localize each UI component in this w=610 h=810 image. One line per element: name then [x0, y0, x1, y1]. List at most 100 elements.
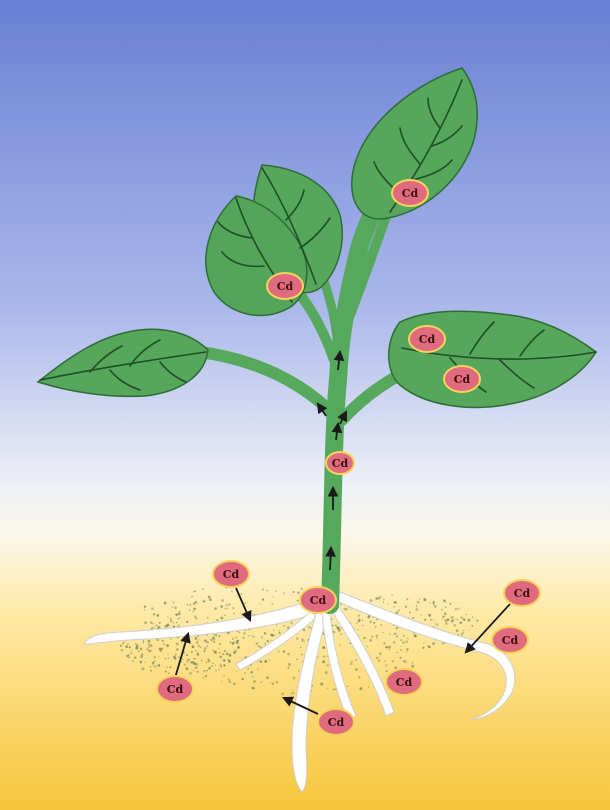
- soil-speckle: [347, 685, 348, 686]
- soil-speckle: [458, 608, 459, 609]
- soil-speckle: [221, 681, 222, 682]
- soil-speckle: [197, 653, 200, 656]
- soil-speckle: [283, 592, 285, 594]
- soil-speckle: [340, 633, 342, 635]
- soil-speckle: [208, 658, 209, 659]
- soil-speckle: [233, 682, 236, 685]
- soil-speckle: [279, 632, 281, 634]
- soil-speckle: [278, 651, 280, 653]
- soil-speckle: [154, 627, 156, 629]
- soil-speckle: [151, 627, 153, 629]
- soil-speckle: [152, 664, 153, 665]
- soil-speckle: [266, 590, 268, 592]
- soil-speckle: [445, 606, 446, 607]
- soil-speckle: [432, 601, 434, 603]
- soil-speckle: [175, 654, 176, 655]
- soil-speckle: [213, 641, 215, 643]
- soil-speckle: [181, 642, 182, 643]
- soil-speckle: [327, 688, 329, 690]
- soil-speckle: [450, 603, 452, 605]
- soil-speckle: [436, 623, 439, 626]
- soil-speckle: [290, 693, 292, 695]
- soil-speckle: [455, 608, 458, 611]
- soil-speckle: [343, 608, 345, 610]
- soil-speckle: [186, 654, 188, 656]
- soil-speckle: [393, 606, 395, 608]
- soil-speckle: [213, 650, 214, 651]
- cd-label: Cd: [514, 587, 531, 600]
- soil-speckle: [228, 603, 230, 605]
- soil-speckle: [403, 635, 405, 637]
- soil-speckle: [173, 656, 176, 659]
- soil-speckle: [163, 643, 165, 645]
- soil-speckle: [266, 640, 268, 642]
- soil-speckle: [396, 627, 399, 630]
- soil-speckle: [444, 619, 447, 622]
- soil-speckle: [378, 660, 380, 662]
- soil-speckle: [429, 602, 430, 603]
- soil-speckle: [383, 642, 385, 644]
- soil-speckle: [205, 640, 208, 643]
- soil-speckle: [178, 656, 180, 658]
- soil-speckle: [148, 643, 150, 645]
- soil-speckle: [350, 662, 353, 665]
- soil-speckle: [203, 650, 205, 652]
- soil-speckle: [362, 620, 363, 621]
- soil-speckle: [340, 645, 341, 646]
- soil-speckle: [242, 636, 245, 639]
- soil-speckle: [191, 596, 193, 598]
- soil-speckle: [433, 626, 434, 627]
- soil-speckle: [125, 645, 128, 648]
- soil-speckle: [417, 601, 420, 604]
- soil-speckle: [406, 648, 408, 650]
- soil-speckle: [403, 660, 406, 663]
- soil-speckle: [176, 643, 179, 646]
- soil-speckle: [158, 665, 160, 667]
- soil-speckle: [204, 647, 207, 650]
- soil-speckle: [220, 605, 223, 608]
- soil-speckle: [224, 614, 226, 616]
- soil-speckle: [150, 644, 153, 647]
- soil-speckle: [428, 614, 431, 617]
- soil-speckle: [167, 654, 168, 655]
- soil-speckle: [389, 634, 390, 635]
- soil-speckle: [326, 664, 329, 667]
- soil-speckle: [379, 652, 382, 655]
- soil-speckle: [461, 617, 463, 619]
- soil-speckle: [134, 656, 136, 658]
- soil-speckle: [259, 604, 261, 606]
- soil-speckle: [170, 666, 172, 668]
- soil-speckle: [288, 663, 291, 666]
- soil-speckle: [296, 637, 298, 639]
- soil-speckle: [201, 660, 203, 662]
- soil-speckle: [358, 676, 360, 678]
- soil-speckle: [205, 675, 207, 677]
- soil-speckle: [154, 660, 156, 662]
- soil-speckle: [441, 619, 442, 620]
- soil-speckle: [210, 639, 212, 641]
- soil-speckle: [414, 634, 417, 637]
- soil-speckle: [394, 632, 397, 635]
- soil-speckle: [232, 607, 234, 609]
- soil-speckle: [338, 629, 341, 632]
- cd-label: Cd: [402, 187, 419, 200]
- soil-speckle: [351, 609, 353, 611]
- soil-speckle: [244, 672, 246, 674]
- soil-speckle: [161, 647, 164, 650]
- soil-speckle: [160, 649, 161, 650]
- soil-speckle: [208, 667, 211, 670]
- soil-speckle: [176, 648, 179, 651]
- soil-speckle: [292, 677, 295, 680]
- soil-speckle: [376, 637, 378, 639]
- soil-speckle: [198, 639, 199, 640]
- soil-speckle: [179, 617, 180, 618]
- soil-speckle: [241, 658, 242, 659]
- soil-speckle: [411, 665, 414, 668]
- soil-speckle: [264, 643, 266, 645]
- soil-speckle: [138, 651, 140, 653]
- soil-speckle: [252, 636, 254, 638]
- soil-speckle: [340, 604, 342, 606]
- soil-speckle: [148, 640, 151, 643]
- soil-speckle: [241, 678, 243, 680]
- soil-speckle: [144, 662, 145, 663]
